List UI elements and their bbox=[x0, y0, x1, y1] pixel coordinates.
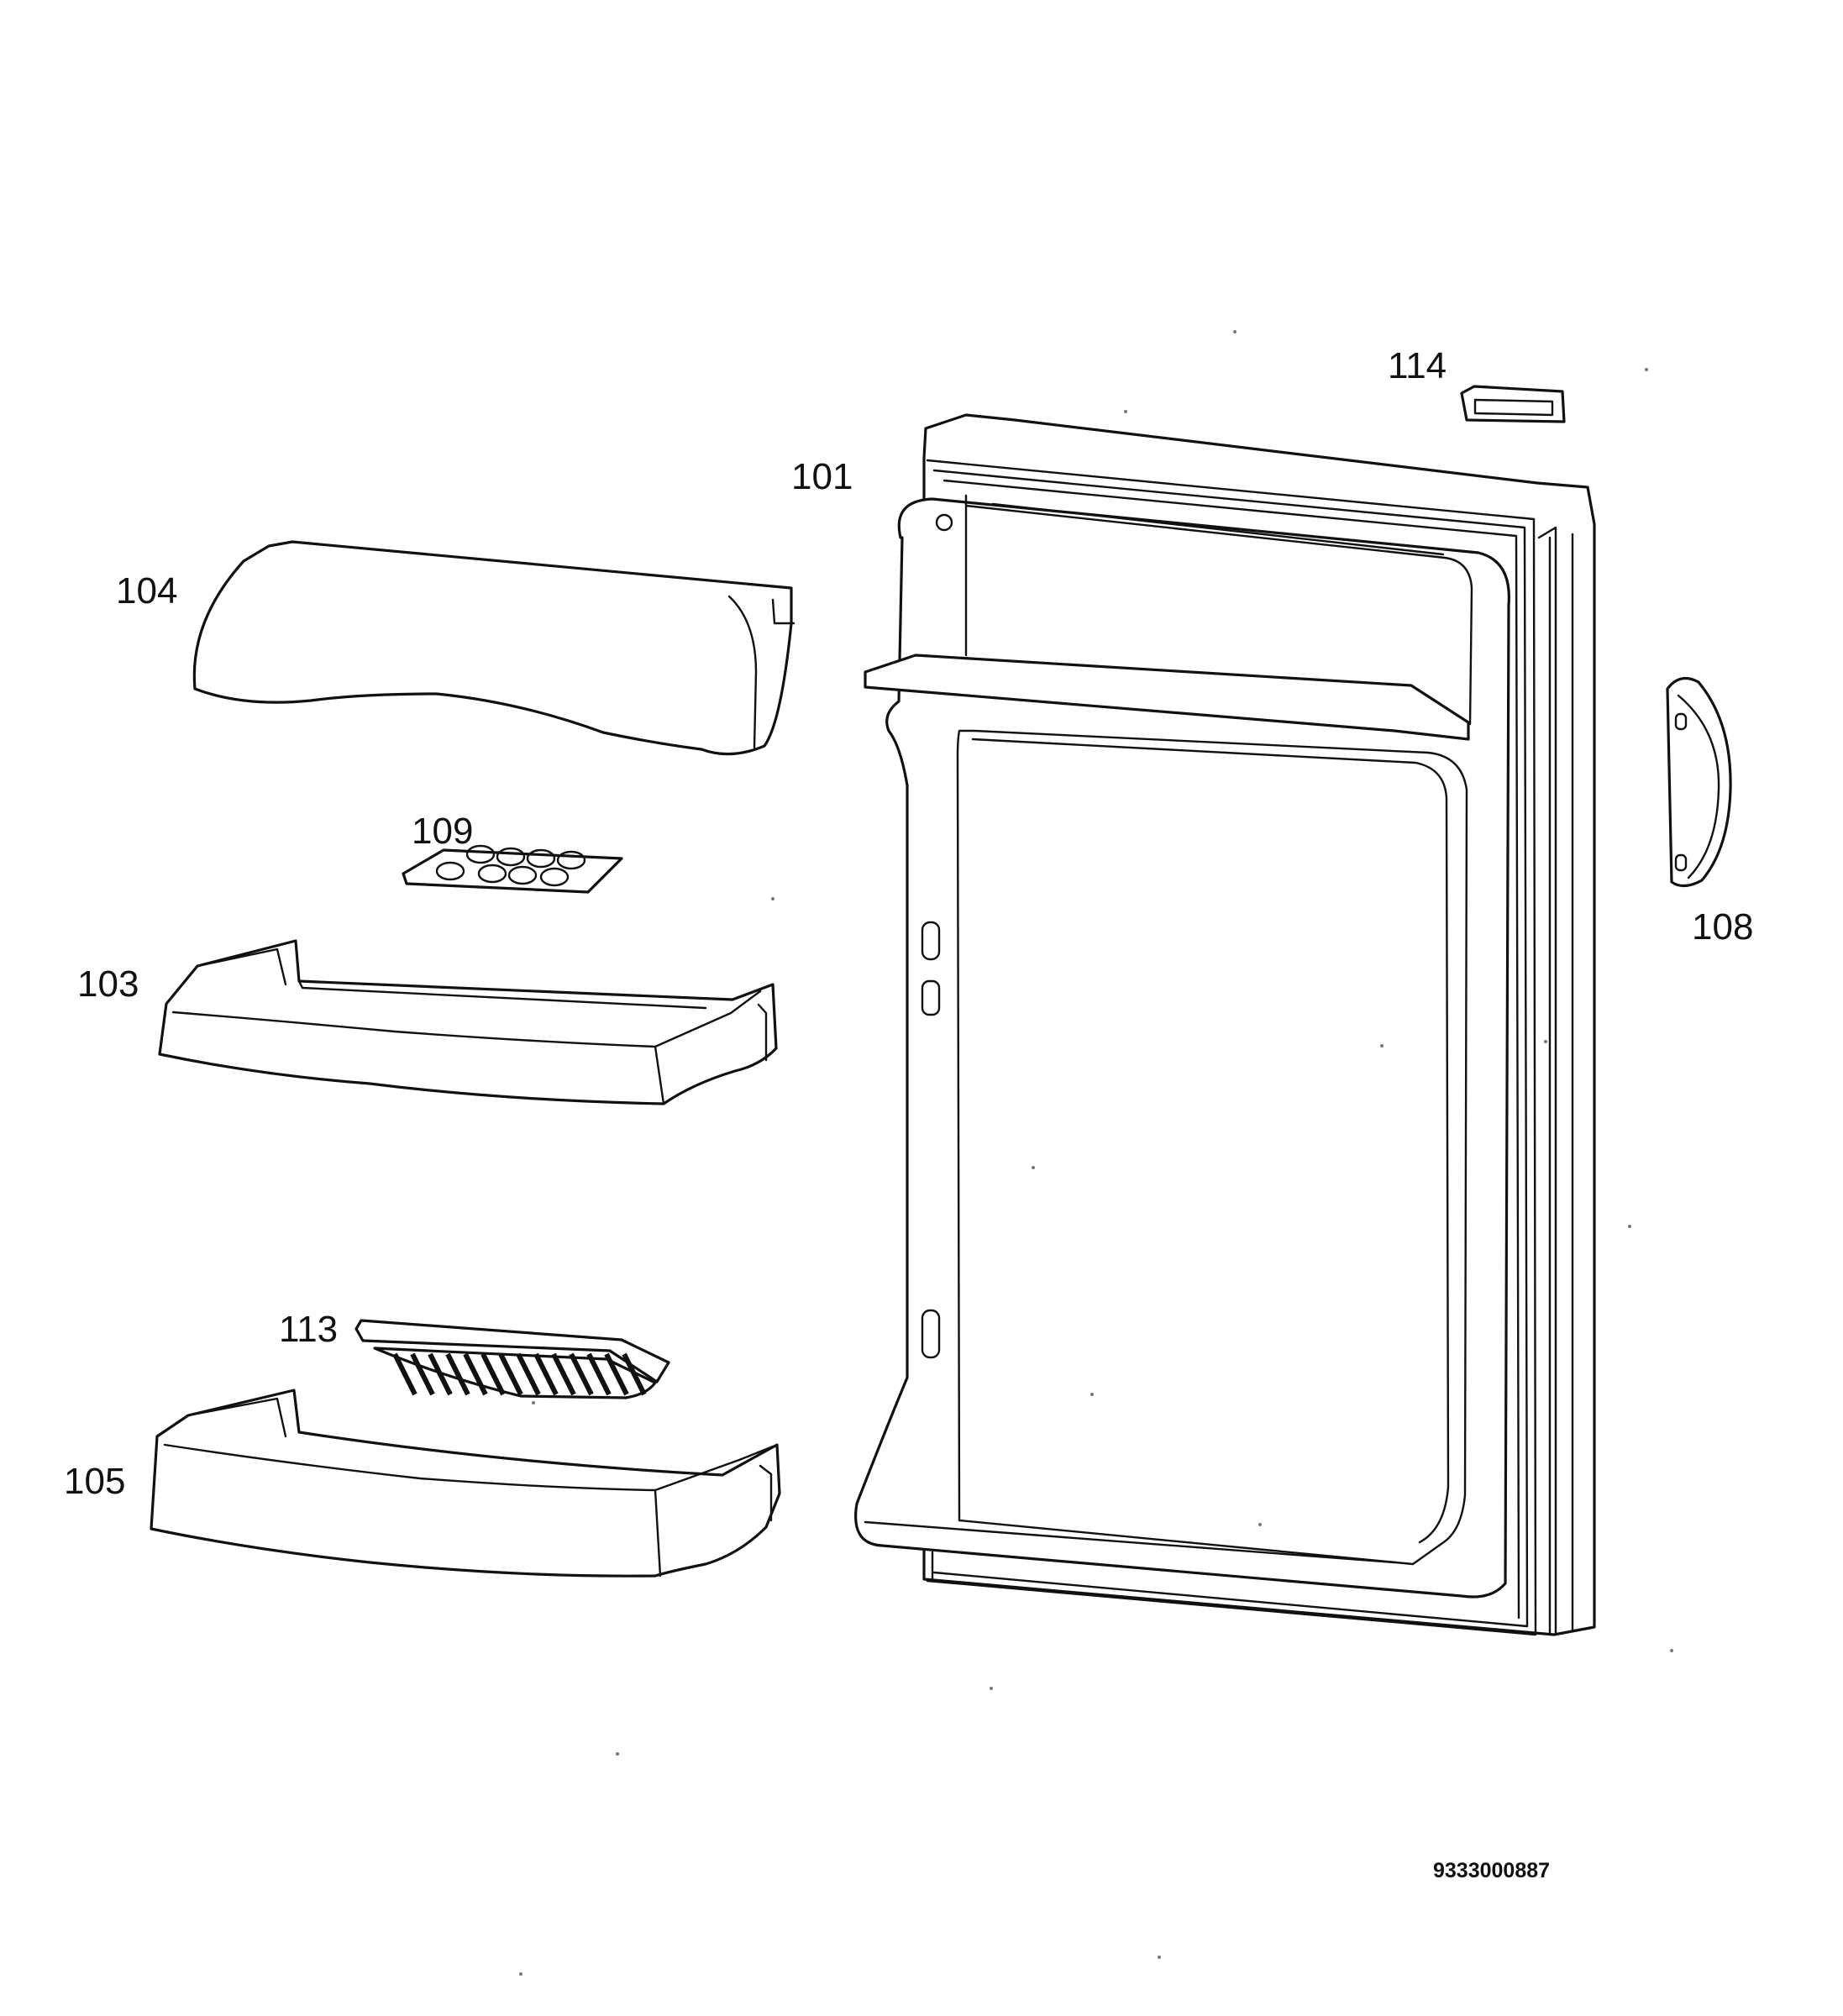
egg-hole bbox=[556, 850, 586, 870]
door-slot-3 bbox=[921, 1309, 941, 1359]
door-gasket-inner-2 bbox=[943, 479, 1520, 1620]
scan-specks bbox=[519, 330, 1673, 1976]
door-hinge-hole bbox=[935, 513, 953, 532]
part-113-insert bbox=[354, 1319, 670, 1399]
hatch-stroke bbox=[410, 1352, 435, 1396]
hatch-stroke bbox=[586, 1352, 612, 1396]
callout-113: 113 bbox=[279, 1309, 338, 1350]
callout-114: 114 bbox=[1388, 345, 1447, 386]
door-upper-compartment bbox=[964, 494, 1473, 726]
door-inner-liner bbox=[854, 497, 1510, 1599]
hatch-stroke bbox=[445, 1352, 470, 1396]
egg-hole bbox=[435, 861, 465, 881]
hatch-stroke bbox=[604, 1352, 629, 1396]
part-114-clip bbox=[1460, 385, 1566, 423]
door-gasket bbox=[926, 459, 1537, 1636]
door-main-cavity bbox=[956, 729, 1468, 1566]
door-slot-2 bbox=[921, 979, 941, 1016]
hatch-stroke bbox=[498, 1352, 523, 1396]
door-side-edge bbox=[1537, 526, 1574, 1636]
door-bottom-lip bbox=[864, 1520, 1396, 1581]
part-105-door-shelf bbox=[150, 1389, 781, 1578]
hatch-stroke bbox=[516, 1352, 541, 1396]
hatch-stroke bbox=[480, 1352, 506, 1396]
hatch-stroke bbox=[569, 1352, 594, 1396]
hatch-stroke bbox=[463, 1352, 488, 1396]
part-108-handle bbox=[1666, 676, 1732, 888]
hatch-stroke bbox=[551, 1352, 576, 1396]
egg-hole bbox=[465, 844, 496, 864]
callout-109: 109 bbox=[412, 811, 473, 852]
egg-hole bbox=[526, 848, 556, 869]
door-assembly bbox=[854, 413, 1596, 1636]
part-109-egg-tray bbox=[402, 844, 623, 894]
part-104-cover bbox=[192, 540, 795, 756]
egg-hole bbox=[539, 867, 570, 887]
door-main-cavity-inner bbox=[971, 738, 1450, 1544]
document-number: 9333000887 bbox=[1433, 1859, 1550, 1882]
callout-104: 104 bbox=[116, 570, 177, 612]
callout-108: 108 bbox=[1692, 906, 1753, 948]
hatch-stroke bbox=[428, 1352, 453, 1396]
hatch-stroke bbox=[622, 1352, 647, 1396]
egg-hole bbox=[507, 865, 538, 885]
callout-101: 101 bbox=[791, 456, 853, 497]
door-gasket-inner bbox=[932, 469, 1529, 1628]
part-103-door-shelf bbox=[158, 939, 778, 1105]
door-upper-shelf-lip bbox=[864, 654, 1470, 741]
egg-hole bbox=[477, 864, 507, 884]
callout-105: 105 bbox=[64, 1461, 125, 1502]
hatch-stroke bbox=[533, 1352, 559, 1396]
callout-103: 103 bbox=[77, 963, 139, 1005]
egg-hole bbox=[496, 847, 526, 867]
door-slot-1 bbox=[921, 921, 941, 961]
hatch-stroke bbox=[392, 1352, 417, 1396]
